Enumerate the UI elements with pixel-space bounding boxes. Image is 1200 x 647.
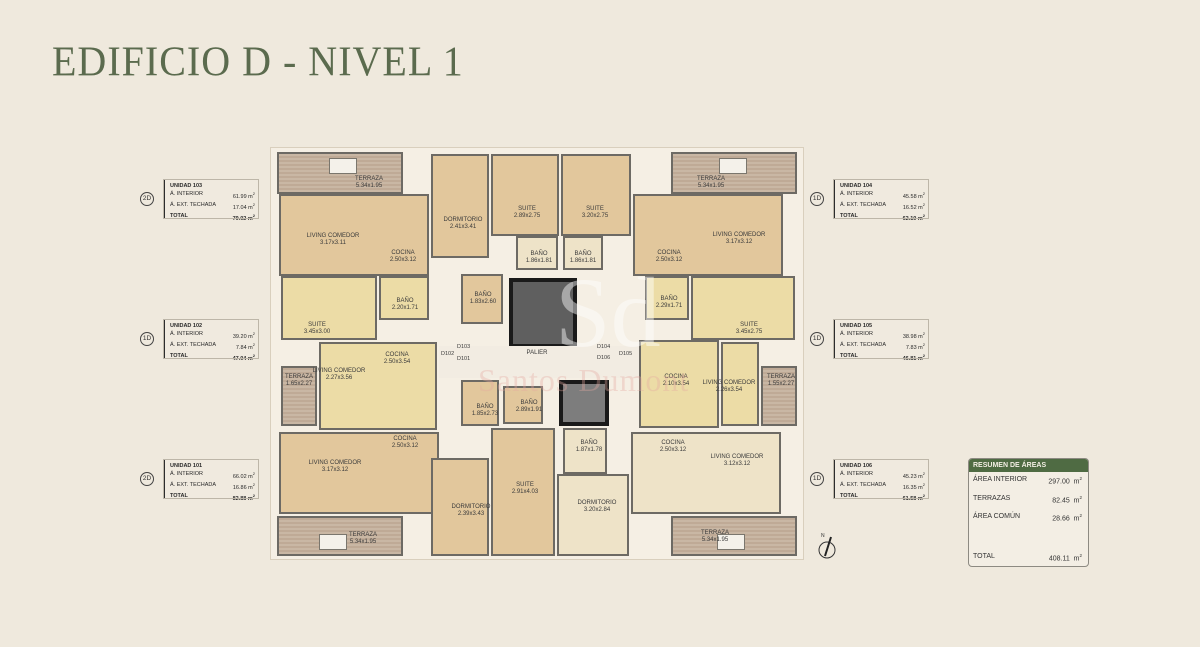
unit-type-badge: 1D [140, 332, 154, 346]
label-palier: PALIER [526, 350, 548, 356]
room-u104-suite [561, 154, 631, 236]
unit-type-badge: 1D [810, 472, 824, 486]
room-u104-bano [563, 236, 603, 270]
room-u105-cocina [639, 340, 719, 428]
room-u103-bano [516, 236, 558, 270]
room-u103-suite [491, 154, 559, 236]
north-arrow-icon: N [818, 533, 836, 559]
unit-type-badge: 2D [140, 192, 154, 206]
room-u105-suite [691, 276, 795, 340]
room-u101-living [279, 432, 439, 514]
room-u103-living [279, 194, 429, 276]
room-u105-terraza [761, 366, 797, 426]
summary-title: RESUMEN DE ÁREAS [969, 459, 1088, 472]
elevator-core [559, 380, 609, 426]
page-title: EDIFICIO D - NIVEL 1 [52, 37, 464, 86]
room-u103-bano2 [461, 274, 503, 324]
room-u105-bano [645, 276, 689, 320]
room-u105-living [721, 342, 759, 426]
stair-core [509, 278, 577, 348]
door-d103: D103 [457, 344, 471, 350]
table-icon [719, 158, 747, 174]
room-u106-living [631, 432, 781, 514]
door-d101: D101 [457, 356, 471, 362]
room-u101-bano2 [503, 386, 543, 424]
svg-text:N: N [821, 533, 825, 539]
room-u102-suite [281, 276, 377, 340]
table-icon [319, 534, 347, 550]
door-d102: D102 [441, 351, 455, 357]
room-u102-terraza [281, 366, 317, 426]
room-u106-dormitorio [557, 474, 629, 556]
door-d104: D104 [597, 344, 611, 350]
unit-type-badge: 2D [140, 472, 154, 486]
room-u101-suite [491, 428, 555, 556]
room-u104-living [633, 194, 783, 276]
table-icon [717, 534, 745, 550]
door-d106: D106 [597, 355, 611, 361]
room-u102-bano [379, 276, 429, 320]
table-icon [329, 158, 357, 174]
room-u102-living [319, 342, 437, 430]
unit-type-badge: 1D [810, 332, 824, 346]
unit-type-badge: 1D [810, 192, 824, 206]
room-u106-bano [563, 428, 607, 474]
palier-hall [439, 346, 639, 378]
room-u101-dormitorio [431, 458, 489, 556]
room-u101-bano [461, 380, 499, 426]
door-d105: D105 [619, 351, 633, 357]
room-u103-dormitorio [431, 154, 489, 258]
